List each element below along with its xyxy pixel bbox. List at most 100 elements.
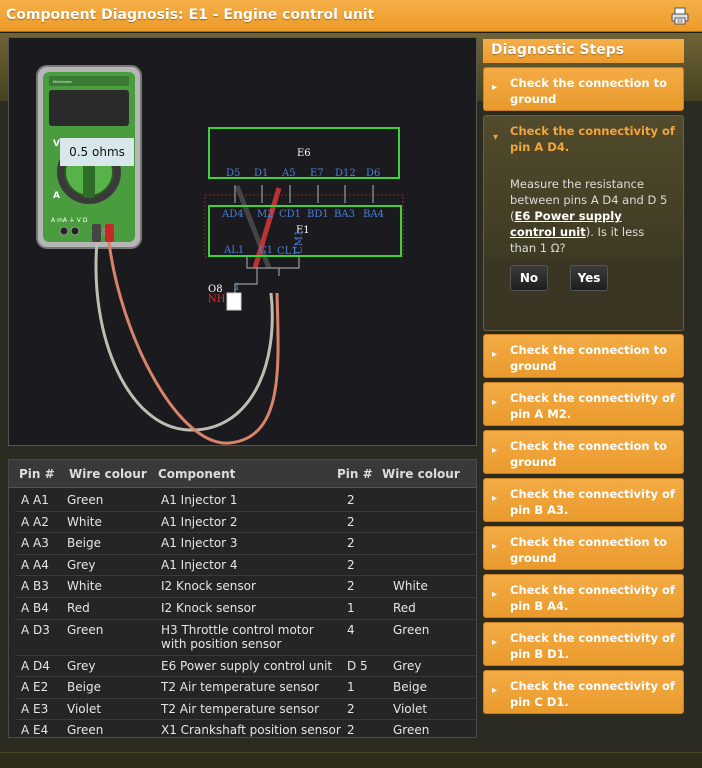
table-cell: White <box>393 579 428 594</box>
e6-pin-d12: D12 <box>335 168 356 179</box>
bottom-band <box>0 752 702 768</box>
black-probe-wire[interactable] <box>94 241 274 432</box>
e6-component-box <box>208 127 400 179</box>
table-cell: Green <box>67 622 104 637</box>
table-cell: Green <box>67 493 104 507</box>
table-cell: A A1 <box>21 493 49 507</box>
table-cell: Green <box>67 723 104 738</box>
e1-label: E1 <box>296 225 310 236</box>
table-cell: Beige <box>67 680 101 695</box>
step-10[interactable]: ▸Check the connectivity of pin C D1. <box>483 670 684 714</box>
table-cell: D 5 <box>347 658 368 673</box>
e1-pin-cl1: CL1 <box>277 246 298 257</box>
e6-pin-e7: E7 <box>310 168 324 179</box>
ground-connector-label: O8 <box>208 284 223 295</box>
table-cell: 2 <box>347 701 355 716</box>
chevron-right-icon: ▸ <box>492 397 498 408</box>
e6-pin-d1: D1 <box>254 168 268 179</box>
step-3[interactable]: ▸Check the connection to ground <box>483 334 684 378</box>
e1-pin-al1: AL1 <box>223 245 244 256</box>
step-7[interactable]: ▸Check the connection to ground <box>483 526 684 570</box>
black-probe[interactable] <box>234 185 272 269</box>
printer-icon[interactable] <box>670 6 690 26</box>
window-title: Component Diagnosis: E1 - Engine control… <box>6 7 375 23</box>
col-wire-colour-2: Wire colour <box>382 467 460 481</box>
meter-jack-labels: A mA ⏚ V Ω <box>51 217 88 224</box>
ground-pin-terminal[interactable] <box>226 292 242 311</box>
table-cell: 2 <box>347 579 355 594</box>
step-description: Measure the resistance between pins A D4… <box>510 176 670 256</box>
circuit-diagram: Multimeter V Ω A A mA ⏚ V Ω E6 D5D1A5E7D… <box>36 65 404 445</box>
table-cell: A E2 <box>21 680 49 695</box>
table-cell: Grey <box>67 557 96 572</box>
no-button[interactable]: No <box>510 265 548 291</box>
table-cell: A A3 <box>21 536 49 551</box>
table-cell: 2 <box>347 723 355 738</box>
table-cell: 2 <box>347 493 355 507</box>
step-label: Check the connectivity of pin B D1. <box>510 631 675 661</box>
red-probe[interactable] <box>252 187 282 269</box>
step-8[interactable]: ▸Check the connectivity of pin B A4. <box>483 574 684 618</box>
col-pin-2: Pin # <box>337 467 373 481</box>
table-cell: A1 Injector 2 <box>161 514 238 529</box>
step-5[interactable]: ▸Check the connection to ground <box>483 430 684 474</box>
table-cell: I2 Knock sensor <box>161 601 256 615</box>
chevron-right-icon: ▸ <box>492 349 498 360</box>
table-cell: Beige <box>67 536 101 551</box>
table-cell: A A4 <box>21 557 49 572</box>
table-cell: A D3 <box>21 622 50 637</box>
chevron-right-icon: ▸ <box>492 685 498 696</box>
yes-button[interactable]: Yes <box>570 265 608 291</box>
col-pin: Pin # <box>19 467 55 481</box>
chevron-right-icon: ▸ <box>492 637 498 648</box>
table-cell: A1 Injector 1 <box>161 493 238 507</box>
table-cell: 2 <box>347 514 355 529</box>
col-component: Component <box>158 467 236 481</box>
step-6[interactable]: ▸Check the connectivity of pin B A3. <box>483 478 684 522</box>
e6-power-supply-link[interactable]: E6 Power supply control unit <box>510 209 622 239</box>
meter-v-label: V <box>53 139 60 149</box>
chevron-right-icon: ▸ <box>492 82 498 93</box>
e1-connector-outline <box>204 194 404 258</box>
table-row[interactable]: A A1 Green A1 Injector 1 2 <box>15 490 476 512</box>
table-cell: Red <box>393 601 416 615</box>
e1-pin-cd1: CD1 <box>279 209 301 220</box>
e1-pin-bd1: BD1 <box>307 209 329 220</box>
red-probe-wire[interactable] <box>107 241 280 445</box>
table-cell: A B4 <box>21 601 49 615</box>
table-cell: A E4 <box>21 723 49 738</box>
e6-pin-d6: D6 <box>366 168 380 179</box>
pin-table-header: Pin # Wire colour Component Pin # Wire c… <box>9 460 476 488</box>
desc-text-2: ). Is it less than 1 Ω? <box>510 225 645 255</box>
e6-pin-d5: D5 <box>226 168 240 179</box>
e6-label: E6 <box>297 148 311 159</box>
step-label: Check the connection to ground <box>510 76 668 106</box>
step-2-header[interactable]: ▾ Check the connectivity of pin A D4. Me… <box>484 116 683 258</box>
step-4[interactable]: ▸ Check the connectivity of pin A M2. <box>483 382 684 426</box>
step-label: Check the connectivity of pin A M2. <box>510 391 675 421</box>
step-9[interactable]: ▸ Check the connectivity of pin B D1. <box>483 622 684 666</box>
step-label: Check the connection to ground <box>510 439 668 469</box>
table-cell: A1 Injector 4 <box>161 557 238 572</box>
table-cell: Green <box>393 622 430 637</box>
step-label: Check the connectivity of pin B A3. <box>510 487 675 517</box>
e1-component-box <box>208 205 402 257</box>
step-1[interactable]: ▸ Check the connection to ground <box>483 67 684 111</box>
table-cell: 4 <box>347 622 355 637</box>
desc-text-1: Measure the resistance between pins A D4… <box>510 177 668 223</box>
table-cell: A B3 <box>21 579 49 594</box>
table-cell: A A2 <box>21 514 49 529</box>
e6-pin-a5: A5 <box>281 168 296 179</box>
table-cell: Violet <box>393 701 428 716</box>
e1-pin-ad4: AD4 <box>221 209 244 220</box>
